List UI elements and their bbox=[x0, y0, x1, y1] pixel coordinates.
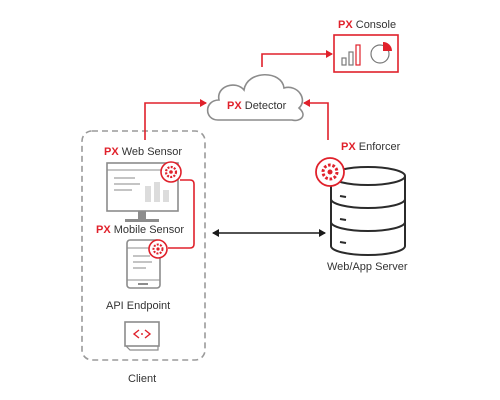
web-sensor-label: PX Web Sensor bbox=[104, 146, 182, 158]
mobile-sensor-gear-icon bbox=[148, 239, 168, 259]
code-document-icon bbox=[124, 321, 160, 351]
client-label: Client bbox=[128, 373, 156, 385]
sensor-link-line bbox=[168, 179, 195, 249]
cloud-icon bbox=[206, 74, 304, 122]
api-endpoint-label: API Endpoint bbox=[106, 300, 170, 312]
enforcer-to-detector-line bbox=[303, 99, 329, 140]
client-container bbox=[81, 130, 206, 361]
detector-to-console-line bbox=[261, 50, 333, 67]
database-server-icon bbox=[330, 166, 406, 256]
enforcer-gear-icon bbox=[315, 157, 345, 187]
console-label: PX Console bbox=[338, 19, 396, 31]
pie-chart-icon bbox=[370, 42, 392, 64]
web-sensor-to-detector-line bbox=[144, 99, 207, 140]
enforcer-label: PX Enforcer bbox=[341, 141, 401, 153]
mobile-sensor-label: PX Mobile Sensor bbox=[96, 224, 184, 236]
server-label: Web/App Server bbox=[327, 261, 408, 273]
bar-chart-icon bbox=[341, 57, 347, 66]
console-dashboard-icon bbox=[333, 34, 399, 73]
detector-label: PX Detector bbox=[227, 100, 287, 112]
web-sensor-gear-icon bbox=[160, 161, 182, 183]
